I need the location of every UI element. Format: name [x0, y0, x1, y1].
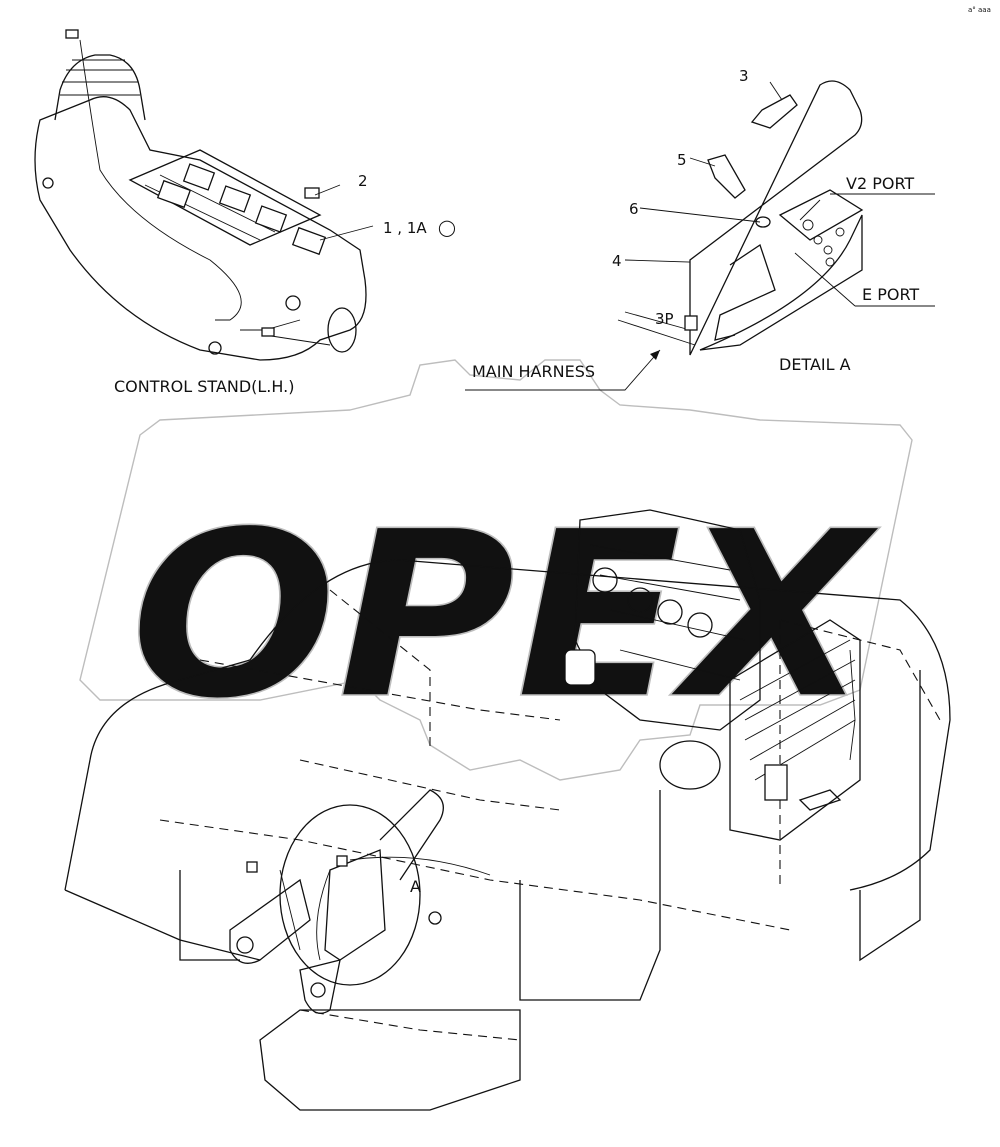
- callout-1-1a: 1 , 1A: [383, 219, 427, 237]
- label-main-harness: MAIN HARNESS: [472, 362, 595, 381]
- bulb-icon: ◯: [438, 218, 456, 237]
- control-stand-drawing: [34, 29, 367, 361]
- corner-mark: a° aaa: [968, 6, 991, 14]
- callout-4: 4: [612, 252, 622, 270]
- callout-3p: 3P: [655, 310, 674, 328]
- pump-assembly-drawing: [229, 789, 491, 1014]
- watermark: OPEX: [79, 359, 913, 781]
- callout-5: 5: [677, 151, 687, 169]
- label-detail-a: DETAIL A: [779, 355, 851, 374]
- watermark-text: OPEX: [130, 483, 880, 750]
- label-e-port: E PORT: [862, 285, 919, 304]
- detail-marker-a: A: [410, 877, 421, 896]
- detail-a-drawing: [617, 80, 864, 356]
- leader-lines: [314, 81, 935, 391]
- machine-frame-drawing: [64, 559, 951, 1111]
- engine-drawing: [564, 509, 861, 841]
- callout-2: 2: [358, 172, 368, 190]
- label-v2-port: V2 PORT: [846, 174, 914, 193]
- callout-3: 3: [739, 67, 749, 85]
- callout-6: 6: [629, 200, 639, 218]
- label-control-stand: CONTROL STAND(L.H.): [114, 377, 294, 396]
